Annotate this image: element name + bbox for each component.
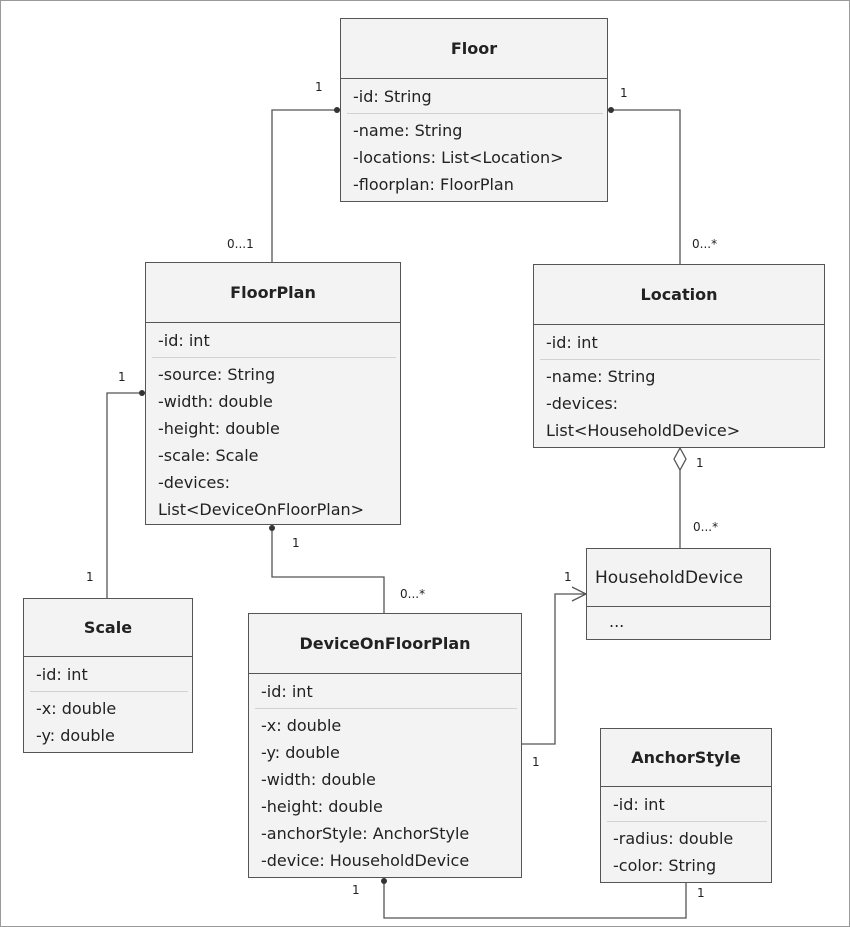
attribute-row: -x: double: [261, 716, 342, 735]
attribute-row: -y: double: [36, 726, 115, 745]
class-anchorstyle: AnchorStyle -id: int -radius: double -co…: [600, 728, 772, 883]
attribute-row: -name: String: [353, 121, 463, 140]
multiplicity-label: 1: [697, 886, 705, 900]
class-floor: Floor -id: String -name: String -locatio…: [340, 18, 608, 202]
attribute-row: -device: HouseholdDevice: [261, 851, 470, 870]
attribute-row: -locations: List<Location>: [353, 148, 564, 167]
class-title: HouseholdDevice: [587, 549, 770, 607]
attribute-row: -radius: double: [613, 829, 734, 848]
attribute-list: -id: int -radius: double -color: String: [601, 787, 771, 883]
multiplicity-label: 0...1: [227, 237, 254, 251]
attribute-row: -width: double: [261, 770, 376, 789]
multiplicity-label: 0...*: [693, 520, 719, 534]
edge-deviceonfloorplan-anchorstyle: [383, 878, 687, 919]
separator: [152, 357, 396, 358]
attribute-list: -id: int -x: double -y: double -width: d…: [249, 674, 521, 878]
class-title: DeviceOnFloorPlan: [249, 614, 521, 674]
aggregation-diamond: [673, 446, 687, 472]
class-scale: Scale -id: int -x: double -y: double: [23, 598, 193, 753]
separator: [347, 113, 603, 114]
separator: [607, 821, 767, 822]
composition-dot-floorplan-bottom: [269, 525, 275, 531]
attribute-row: -devices:: [546, 394, 619, 413]
multiplicity-label: 1: [352, 883, 360, 897]
attribute-row: ...: [609, 612, 625, 631]
edge-floor-floorplan: [271, 109, 340, 262]
attribute-row: -name: String: [546, 367, 656, 386]
multiplicity-label: 1: [315, 80, 323, 94]
composition-dot-floor-right: [608, 107, 614, 113]
class-location: Location -id: int -name: String -devices…: [533, 264, 825, 448]
edge-floor-location: [608, 109, 681, 264]
composition-dot-floor-left: [334, 107, 340, 113]
attribute-row: -source: String: [158, 365, 276, 384]
attribute-id: -id: int: [158, 331, 210, 350]
multiplicity-label: 1: [696, 456, 704, 470]
attribute-row: List<HouseholdDevice>: [546, 421, 741, 440]
attribute-id: -id: int: [261, 682, 313, 701]
class-title: Location: [534, 265, 824, 325]
multiplicity-label: 1: [86, 570, 94, 584]
attribute-row: -floorplan: FloorPlan: [353, 175, 514, 194]
attribute-list: -id: int -x: double -y: double: [24, 657, 192, 753]
edge-deviceonfloorplan-householddevice: [522, 593, 586, 745]
class-deviceonfloorplan: DeviceOnFloorPlan -id: int -x: double -y…: [248, 613, 522, 878]
multiplicity-label: 1: [118, 370, 126, 384]
attribute-row: List<DeviceOnFloorPlan>: [158, 500, 365, 519]
composition-dot-deviceonfloorplan-bottom: [381, 878, 387, 884]
attribute-row: -scale: Scale: [158, 446, 259, 465]
multiplicity-label: 1: [564, 570, 572, 584]
attribute-row: -height: double: [158, 419, 280, 438]
attribute-id: -id: int: [546, 333, 598, 352]
separator: [540, 359, 820, 360]
multiplicity-label: 0...*: [400, 587, 426, 601]
attribute-list: -id: int -source: String -width: double …: [146, 323, 400, 527]
attribute-list: -id: String -name: String -locations: Li…: [341, 79, 607, 202]
multiplicity-label: 1: [532, 755, 540, 769]
attribute-list: ...: [587, 607, 770, 639]
multiplicity-label: 1: [292, 536, 300, 550]
attribute-row: -color: String: [613, 856, 717, 875]
class-householddevice: HouseholdDevice ...: [586, 548, 771, 640]
class-title: FloorPlan: [146, 263, 400, 323]
edge-floorplan-scale: [106, 392, 145, 598]
composition-dot-floorplan-left: [139, 390, 145, 396]
attribute-row: -anchorStyle: AnchorStyle: [261, 824, 470, 843]
attribute-row: -width: double: [158, 392, 273, 411]
attribute-row: -devices:: [158, 473, 231, 492]
separator: [255, 708, 517, 709]
class-title: Scale: [24, 599, 192, 657]
class-title: Floor: [341, 19, 607, 79]
attribute-row: -height: double: [261, 797, 383, 816]
attribute-id: -id: int: [613, 795, 665, 814]
attribute-row: -x: double: [36, 699, 117, 718]
attribute-id: -id: int: [36, 665, 88, 684]
multiplicity-label: 1: [620, 86, 628, 100]
attribute-list: -id: int -name: String -devices: List<Ho…: [534, 325, 824, 448]
class-floorplan: FloorPlan -id: int -source: String -widt…: [145, 262, 401, 525]
attribute-row: -y: double: [261, 743, 340, 762]
class-title: AnchorStyle: [601, 729, 771, 787]
multiplicity-label: 0...*: [692, 237, 718, 251]
attribute-id: -id: String: [353, 87, 432, 106]
edge-floorplan-deviceonfloorplan: [271, 525, 385, 613]
separator: [30, 691, 188, 692]
